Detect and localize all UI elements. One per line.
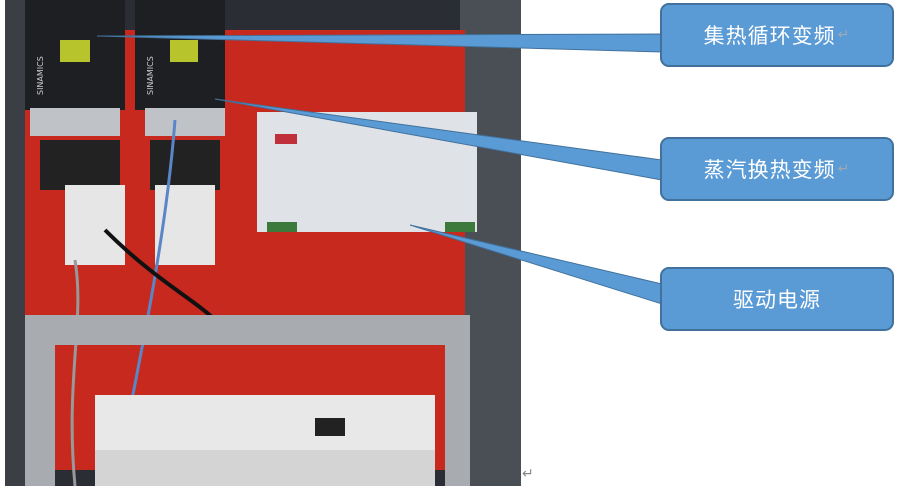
- paragraph-mark: ↵: [522, 466, 534, 482]
- callout-label: 集热循环变频: [703, 24, 836, 48]
- callout-label: 驱动电源: [733, 288, 821, 312]
- vfd-collector-loop: SINAMICS: [25, 0, 125, 265]
- svg-text:SINAMICS: SINAMICS: [146, 56, 155, 95]
- callout-collector-loop-vfd: 集热循环变频↵: [660, 3, 894, 67]
- return-mark: ↵: [837, 161, 851, 177]
- callout-drive-power: 驱动电源: [660, 267, 894, 331]
- return-mark: ↵: [837, 27, 851, 43]
- breaker-row: [95, 395, 435, 450]
- callout-steam-exchange-vfd: 蒸汽换热变频↵: [660, 137, 894, 201]
- callout-label: 蒸汽换热变频: [703, 158, 836, 182]
- svg-text:SINAMICS: SINAMICS: [36, 56, 45, 95]
- vfd-steam-exchange: SINAMICS: [135, 0, 225, 265]
